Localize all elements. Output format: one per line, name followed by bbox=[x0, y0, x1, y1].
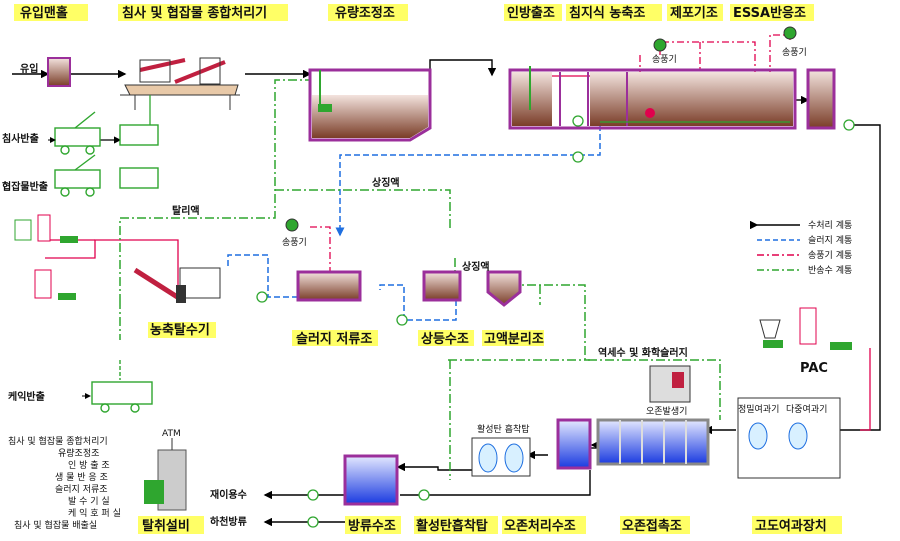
blower-icon-3: 송풍기 bbox=[282, 218, 307, 248]
bottom-title-bars: 탈취설비 방류수조 활성탄흡착탑 오존처리수조 오존접촉조 고도여과장치 bbox=[138, 516, 842, 534]
ozone-contact-tank bbox=[596, 418, 710, 466]
svg-text:생 물 반 응 조: 생 물 반 응 조 bbox=[55, 472, 108, 483]
title-supernatant-tank: 상등수조 bbox=[421, 332, 469, 347]
title-thickener: 침지식 농축조 bbox=[569, 5, 645, 21]
title-dewatering: 농축탈수기 bbox=[150, 322, 210, 338]
dewatering-machine bbox=[133, 267, 221, 303]
title-ozone-treated: 오존처리수조 bbox=[504, 518, 576, 534]
title-equalization-tank: 유량조정조 bbox=[335, 5, 395, 21]
essa-reactor bbox=[806, 68, 836, 130]
title-aeration-tank: 제포기조 bbox=[670, 6, 718, 21]
svg-text:유량조정조: 유량조정조 bbox=[58, 447, 99, 459]
title-discharge-tank: 방류수조 bbox=[348, 518, 396, 534]
grit-out-label: 침사반출 bbox=[2, 132, 39, 145]
supernatant-label-1: 상징액 bbox=[372, 176, 400, 189]
legend-sludge: 슬러지 계통 bbox=[808, 234, 852, 246]
reuse-water-label: 재이용수 bbox=[210, 488, 247, 501]
carbon-tower-label: 활성탄 흡착탑 bbox=[477, 423, 530, 435]
pac-dosing bbox=[759, 307, 852, 350]
pac-label: PAC bbox=[800, 361, 828, 376]
title-inlet-manhole: 유입맨홀 bbox=[20, 5, 68, 21]
ozone-treated-tank bbox=[556, 418, 592, 470]
svg-text:침사 및 협잡물 종합처리기: 침사 및 협잡물 종합처리기 bbox=[8, 435, 108, 447]
svg-text:케 익 호 퍼 실: 케 익 호 퍼 실 bbox=[68, 507, 121, 519]
multi-filter-label: 다중여과기 bbox=[786, 403, 827, 415]
blower-icon-2: 송풍기 bbox=[782, 26, 807, 58]
river-discharge-label: 하천방류 bbox=[210, 515, 247, 528]
cake-truck bbox=[91, 360, 153, 413]
cake-out-label: 케익반출 bbox=[8, 390, 45, 403]
title-deodorizer: 탈취설비 bbox=[142, 518, 190, 534]
inlet-manhole bbox=[47, 57, 71, 87]
title-phosphorus-tank: 인방출조 bbox=[507, 5, 555, 21]
legend-water: 수처리 계통 bbox=[808, 219, 852, 231]
grit-screen-machine bbox=[120, 57, 240, 110]
svg-text:ATM: ATM bbox=[162, 429, 181, 439]
title-essa-reactor: ESSA반응조 bbox=[733, 5, 806, 21]
deodorizer-source-list: 침사 및 협잡물 종합처리기 유량조정조 인 방 출 조 생 물 반 응 조 슬… bbox=[8, 435, 121, 531]
bio-reactor-train bbox=[508, 68, 797, 130]
legend-return: 반송수 계통 bbox=[808, 264, 852, 276]
legend-blower: 송풍기 계통 bbox=[808, 249, 852, 261]
svg-text:침사 및 협잡물 배출실: 침사 및 협잡물 배출실 bbox=[14, 519, 97, 531]
svg-text:송풍기: 송풍기 bbox=[282, 237, 307, 248]
chemical-dosing-left bbox=[14, 214, 78, 300]
solid-liquid-separator bbox=[486, 270, 522, 307]
screenings-truck bbox=[54, 154, 159, 197]
precision-filter-label: 정밀여과기 bbox=[738, 403, 779, 415]
return-line bbox=[119, 79, 721, 480]
deodorizer-unit: ATM bbox=[144, 429, 187, 511]
pumps bbox=[256, 115, 855, 528]
svg-text:송풍기: 송풍기 bbox=[782, 47, 807, 58]
svg-text:발 수 기 실: 발 수 기 실 bbox=[68, 496, 110, 507]
supernatant-label-2: 상징액 bbox=[462, 260, 490, 273]
title-sludge-storage: 슬러지 저류조 bbox=[296, 331, 372, 347]
title-separator: 고액분리조 bbox=[484, 331, 544, 347]
legend: 수처리 계통 슬러지 계통 송풍기 계통 반송수 계통 bbox=[750, 219, 852, 276]
ozone-generator-label: 오존발생기 bbox=[646, 406, 687, 417]
title-ozone-contact: 오존접촉조 bbox=[622, 518, 682, 534]
grit-truck bbox=[54, 111, 159, 155]
title-carbon-tower: 활성탄흡착탑 bbox=[416, 518, 488, 534]
svg-text:인 방 출 조: 인 방 출 조 bbox=[68, 460, 110, 471]
supernatant-tank bbox=[422, 270, 462, 302]
sludge-line bbox=[227, 125, 601, 321]
backwash-label: 역세수 및 화학슬러지 bbox=[598, 346, 688, 359]
title-advanced-filter: 고도여과장치 bbox=[755, 518, 827, 534]
svg-text:송풍기: 송풍기 bbox=[652, 54, 677, 65]
ozone-generator bbox=[649, 365, 691, 403]
top-title-bars: 유입맨홀 침사 및 협잡물 종합처리기 유량조정조 인방출조 침지식 농축조 제… bbox=[14, 4, 814, 21]
screenings-out-label: 협잡물반출 bbox=[2, 180, 48, 193]
separated-liquid-label: 탈리액 bbox=[172, 204, 200, 217]
discharge-tank bbox=[343, 454, 399, 506]
blower-icon: 송풍기 bbox=[652, 38, 677, 65]
title-grit-screen: 침사 및 협잡물 종합처리기 bbox=[122, 5, 267, 21]
sludge-storage-tank bbox=[296, 270, 362, 302]
svg-text:슬러지 저류조: 슬러지 저류조 bbox=[55, 484, 108, 495]
inlet-label: 유입 bbox=[20, 62, 38, 75]
